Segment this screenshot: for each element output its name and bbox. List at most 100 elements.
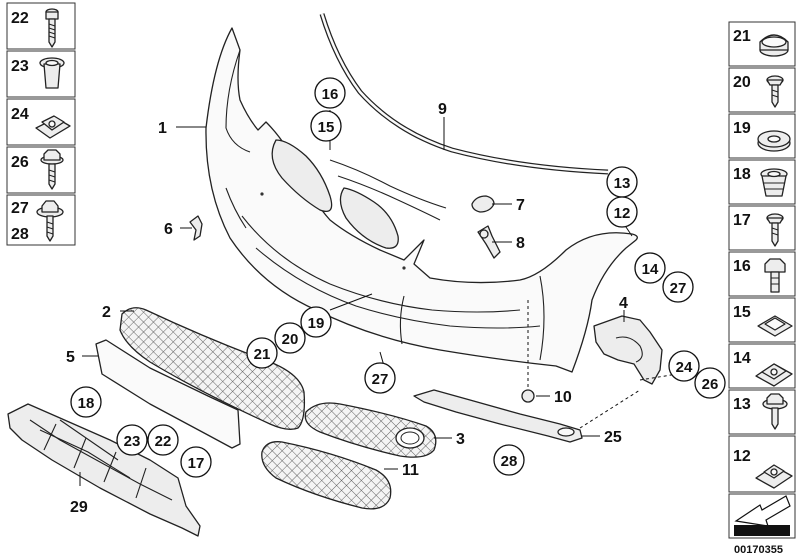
expansion-nut-icon	[39, 57, 65, 89]
cell-part-23	[6, 50, 76, 98]
washer-nozzle-part	[477, 225, 501, 259]
rubber-grommet-icon	[760, 168, 788, 197]
left-label-26: 26	[11, 154, 29, 171]
circle-label-14: 14	[642, 261, 659, 278]
circle-12	[606, 196, 638, 228]
circle-label-27-right: 27	[670, 280, 687, 297]
right-label-17: 17	[733, 212, 751, 229]
washer-screw-icon	[36, 200, 64, 242]
front-bumper-part	[205, 27, 638, 373]
left-label-22: 22	[11, 10, 29, 27]
circle-20	[274, 322, 306, 354]
direction-arrow-icon	[734, 495, 791, 536]
diagram-id: 00170355	[734, 544, 783, 556]
circle-label-28: 28	[501, 453, 518, 470]
clip-part-10	[521, 389, 535, 403]
circle-21	[246, 337, 278, 369]
support-rail-part	[413, 389, 583, 443]
callout-7: 7	[516, 197, 525, 214]
plug-cap-icon	[759, 34, 789, 57]
cell-part-14	[728, 343, 796, 389]
tow-hook-cover-part	[471, 195, 495, 213]
left-label-24: 24	[11, 106, 29, 123]
right-label-20: 20	[733, 74, 751, 91]
cell-part-20	[728, 67, 796, 113]
circle-label-12: 12	[614, 205, 631, 222]
circle-label-27-center: 27	[372, 371, 389, 388]
spring-clip-nut-icon	[755, 363, 793, 387]
right-label-16: 16	[733, 258, 751, 275]
circle-15	[310, 110, 342, 142]
part-callouts: 1 2 3 4 5 6 7 8 9 10 11 25 29	[66, 101, 628, 516]
circle-27-center	[364, 362, 396, 394]
circle-label-15: 15	[318, 119, 335, 136]
circle-label-21: 21	[254, 346, 271, 363]
cell-part-16	[728, 251, 796, 297]
callout-4: 4	[619, 295, 628, 312]
cell-part-22	[6, 2, 76, 50]
circle-27-right	[662, 271, 694, 303]
circle-label-18: 18	[78, 395, 95, 412]
callout-1: 1	[158, 120, 167, 137]
left-label-23: 23	[11, 58, 29, 75]
left-label-28: 28	[11, 226, 29, 243]
callout-25: 25	[604, 429, 622, 446]
circle-19	[300, 306, 332, 338]
right-label-12: 12	[733, 448, 751, 465]
cell-part-26	[6, 146, 76, 194]
lower-side-grille-part	[261, 441, 392, 510]
circle-label-17: 17	[188, 455, 205, 472]
circle-22	[147, 424, 179, 456]
circle-label-16: 16	[322, 86, 339, 103]
screw-long-icon	[45, 8, 59, 48]
right-label-19: 19	[733, 120, 751, 137]
callout-2: 2	[102, 304, 111, 321]
right-parts-column: 21 20 19 18 17 16 15 14 13 12	[728, 21, 796, 556]
hex-bolt-icon	[764, 258, 786, 293]
small-bracket-part	[189, 215, 203, 241]
circle-28	[493, 444, 525, 476]
clip-nut-icon	[35, 115, 71, 139]
circle-label-23: 23	[124, 433, 141, 450]
right-label-13: 13	[733, 396, 751, 413]
side-bracket-part	[593, 315, 663, 385]
side-grille-part	[304, 402, 437, 458]
right-label-21: 21	[733, 28, 751, 45]
callout-9: 9	[438, 101, 447, 118]
circle-16	[314, 77, 346, 109]
callout-8: 8	[516, 235, 525, 252]
circled-callouts: 16 15 13 12 14 27 19 20 21 27 18 23 22 1…	[70, 77, 726, 478]
circle-label-24: 24	[676, 359, 693, 376]
cell-part-12	[728, 435, 796, 493]
callout-29: 29	[70, 499, 88, 516]
callout-10: 10	[554, 389, 572, 406]
pan-screw-icon	[766, 213, 784, 247]
seal-strip-part	[319, 13, 609, 175]
circle-label-19: 19	[308, 315, 325, 332]
square-nut-icon	[757, 315, 793, 337]
circle-label-20: 20	[282, 331, 299, 348]
circle-24	[668, 350, 700, 382]
grille-frame-part	[95, 339, 241, 449]
cell-part-27-28	[6, 194, 76, 246]
callout-11: 11	[402, 462, 419, 479]
cell-part-15	[728, 297, 796, 343]
collar-screw-icon	[762, 393, 788, 430]
circle-14	[634, 252, 666, 284]
underbody-shield-part	[7, 403, 201, 537]
callout-3: 3	[456, 431, 465, 448]
left-parts-column: 22 23 24 26 27 28	[6, 2, 76, 246]
right-label-15: 15	[733, 304, 751, 321]
right-label-14: 14	[733, 350, 751, 367]
speed-nut-icon	[755, 464, 793, 489]
right-label-18: 18	[733, 166, 751, 183]
circle-label-13: 13	[614, 175, 631, 192]
center-grille-mesh-part	[119, 307, 306, 430]
self-tap-screw-icon	[766, 75, 784, 108]
callout-5: 5	[66, 349, 75, 366]
grommet-ring-icon	[757, 130, 791, 152]
circle-23	[116, 424, 148, 456]
cell-part-13	[728, 389, 796, 435]
hex-screw-icon	[40, 149, 64, 190]
